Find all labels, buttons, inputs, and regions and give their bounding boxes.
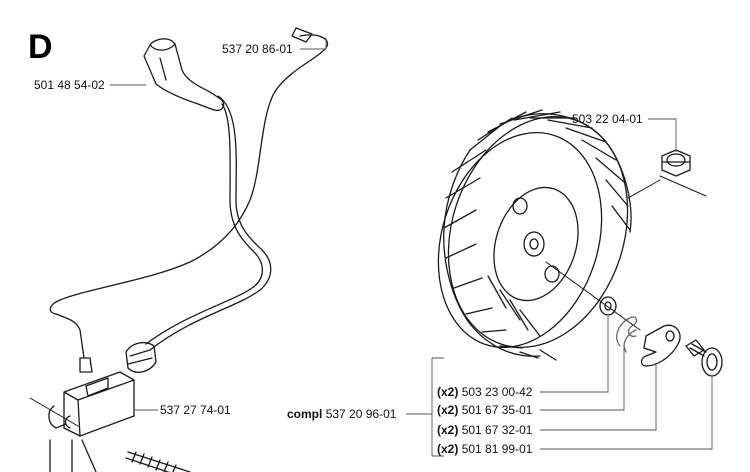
starter-pawl-drawing bbox=[599, 296, 723, 377]
flywheel-drawing bbox=[437, 109, 707, 361]
assembly-number: 537 20 96-01 bbox=[325, 407, 397, 421]
part-number-screw: 501 81 99-01 bbox=[461, 442, 533, 456]
ignition-module-drawing bbox=[29, 371, 191, 472]
leader-lines bbox=[110, 38, 713, 457]
assembly-label: compl 537 20 96-01 bbox=[287, 407, 396, 421]
leader-flywheel-nut bbox=[648, 118, 677, 152]
screw-label: (x2) 501 81 99-01 bbox=[437, 442, 532, 456]
leader-screw bbox=[540, 376, 713, 450]
part-number-washer: 503 23 00-42 bbox=[461, 385, 533, 399]
leader-washer bbox=[540, 316, 609, 393]
leader-spring bbox=[540, 348, 625, 411]
part-number-wire-terminal: 537 20 86-01 bbox=[222, 42, 293, 56]
flywheel-nut-drawing bbox=[661, 149, 691, 177]
qty-pawl: (x2) bbox=[437, 423, 459, 437]
washer-label: (x2) 503 23 00-42 bbox=[437, 385, 532, 399]
leader-wire-terminal bbox=[300, 38, 327, 50]
leader-pawl bbox=[540, 364, 657, 431]
qty-washer: (x2) bbox=[437, 385, 459, 399]
section-letter: D bbox=[28, 28, 53, 66]
part-number-spring: 501 67 35-01 bbox=[461, 403, 533, 417]
spring-label: (x2) 501 67 35-01 bbox=[437, 403, 532, 417]
part-number-pawl: 501 67 32-01 bbox=[461, 423, 533, 437]
assembly-prefix: compl bbox=[287, 407, 323, 421]
part-number-ignition-module: 537 27 74-01 bbox=[160, 403, 231, 417]
qty-spring: (x2) bbox=[437, 403, 459, 417]
pawl-label: (x2) 501 67 32-01 bbox=[437, 423, 532, 437]
qty-screw: (x2) bbox=[437, 442, 459, 456]
part-number-flywheel-nut: 503 22 04-01 bbox=[572, 112, 643, 126]
part-number-spark-plug-cap: 501 48 54-02 bbox=[34, 78, 105, 92]
